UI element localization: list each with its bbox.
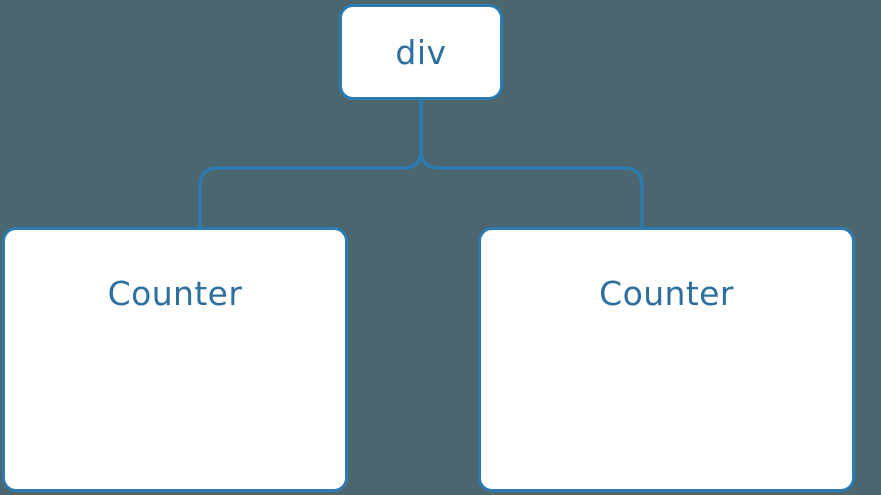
component-card-counter-left[interactable]: Counter count 0 [2, 227, 348, 492]
root-node-div[interactable]: div [339, 4, 503, 100]
component-card-counter-right[interactable]: Counter count 1 [478, 227, 855, 492]
component-title: Counter [599, 274, 734, 313]
root-node-label: div [395, 32, 447, 72]
component-title: Counter [107, 274, 243, 313]
